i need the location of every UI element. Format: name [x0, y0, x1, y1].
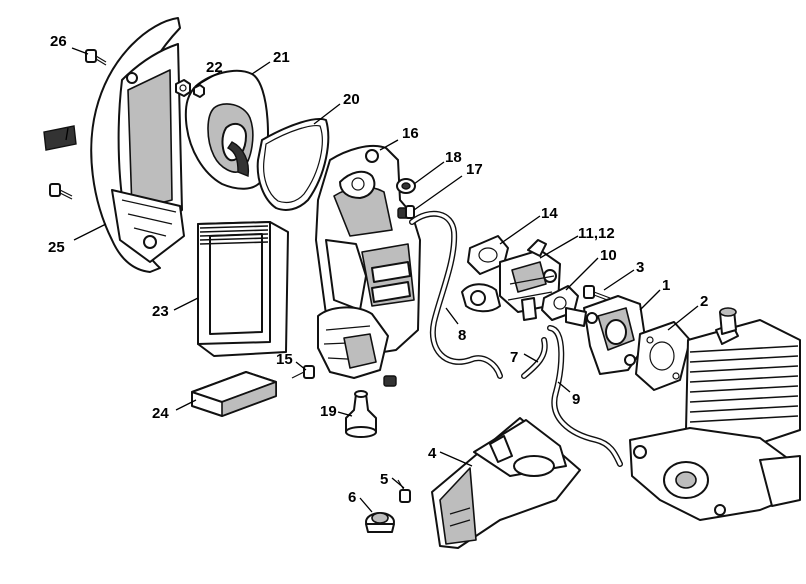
callout-15: 16: [402, 125, 419, 142]
callout-6: 6: [348, 489, 356, 506]
callout-16: 17: [466, 161, 483, 178]
part-24-filter-cover: [90, 17, 185, 273]
part-4-shroud: [431, 417, 581, 549]
part-3-screw: [583, 285, 611, 302]
part-16-plug: [397, 205, 415, 219]
callout-20: 21: [273, 49, 290, 66]
engine-cylinder-crankcase: [629, 307, 801, 521]
part-11-12-carburetor: [461, 239, 561, 321]
part-9-impulse-hose: [547, 325, 623, 467]
callout-21: 22: [206, 59, 223, 76]
part-7-hose: [521, 337, 548, 379]
part-2-gasket: [635, 321, 691, 391]
callout-5: 5: [380, 471, 388, 488]
part-1-manifold: [565, 295, 647, 375]
part-17-grommet: [396, 178, 416, 194]
part-18-sleeve: [345, 390, 377, 438]
callout-13: 14: [541, 205, 558, 222]
callout-8: 8: [458, 327, 466, 344]
part-15-carburetor-box: [315, 144, 421, 379]
callout-23: 24: [152, 405, 169, 422]
callout-22: 23: [152, 303, 169, 320]
part-25-screw: [85, 49, 107, 66]
callout-19: 20: [343, 91, 360, 108]
part-23-prefilter: [191, 371, 277, 417]
callout-25: 26: [50, 33, 67, 50]
callout-14: 15: [276, 351, 293, 368]
callout-3: 3: [636, 259, 644, 276]
part-26-label: [43, 125, 77, 151]
callout-labels: 26 22 21 20 16 18 17 25 14 11,12 10 3 1 …: [48, 33, 708, 506]
part-14-screw: [291, 365, 315, 379]
part-8-fuel-hose: [409, 210, 503, 379]
callout-18: 19: [320, 403, 337, 420]
part-19-gasket: [256, 118, 330, 211]
leader-lines: [65, 47, 699, 513]
callout-2: 2: [700, 293, 708, 310]
part-22-filter-element: [197, 221, 289, 357]
part-24-screw: [49, 183, 73, 200]
callout-11-12: 11,12: [578, 225, 615, 242]
callout-4: 4: [428, 445, 437, 462]
callout-9: 9: [572, 391, 580, 408]
part-20-intake-muffler: [184, 69, 269, 190]
callout-17: 18: [445, 149, 462, 166]
callout-1: 1: [662, 277, 670, 294]
callout-7: 7: [510, 349, 518, 366]
callout-24: 25: [48, 239, 65, 256]
part-15-plug: [383, 375, 397, 387]
part-21-nut: [175, 79, 205, 98]
part-5-screw: [397, 479, 411, 503]
part-6-purge-bulb: [365, 512, 395, 533]
callout-10: 10: [600, 247, 617, 264]
